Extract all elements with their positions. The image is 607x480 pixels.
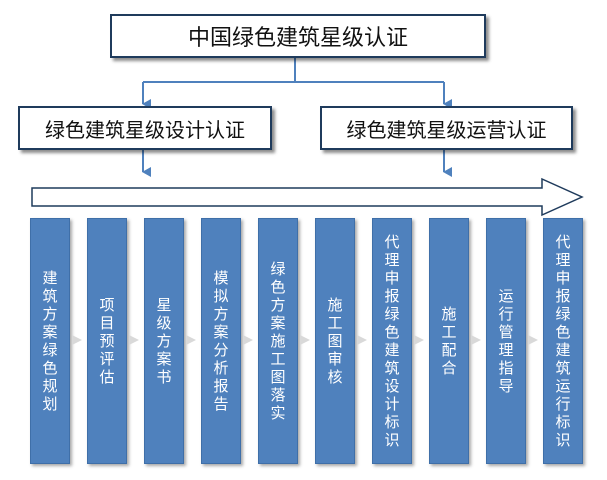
step-2: 项目预评估 — [87, 218, 127, 464]
root-certification-box: 中国绿色建筑星级认证 — [110, 14, 486, 58]
step-3-label: 星级方案书 — [156, 296, 172, 386]
step-1: 建筑方案绿色规划 — [30, 218, 70, 464]
step-7: 代理申报绿色建筑设计标识 — [372, 218, 412, 464]
step-3: 星级方案书 — [144, 218, 184, 464]
step-6-label: 施工图审核 — [327, 296, 343, 386]
process-steps: 建筑方案绿色规划 项目预评估 星级方案书 模拟方案分析报告 绿色方案施工图落实 … — [30, 218, 586, 464]
step-9-label: 运行管理指导 — [498, 287, 514, 395]
process-timeline-arrow — [31, 177, 584, 217]
root-label: 中国绿色建筑星级认证 — [187, 26, 408, 51]
design-label: 绿色建筑星级设计认证 — [45, 117, 245, 142]
step-10-label: 代理申报绿色建筑运行标识 — [555, 233, 571, 449]
step-1-label: 建筑方案绿色规划 — [42, 269, 58, 413]
step-6: 施工图审核 — [315, 218, 355, 464]
step-9: 运行管理指导 — [486, 218, 526, 464]
chevron-right-icon — [471, 335, 481, 345]
step-5: 绿色方案施工图落实 — [258, 218, 298, 464]
step-4: 模拟方案分析报告 — [201, 218, 241, 464]
chevron-right-icon — [129, 335, 139, 345]
step-8-label: 施工配合 — [441, 305, 457, 377]
ops-certification-box: 绿色建筑星级运营认证 — [320, 106, 573, 150]
chevron-right-icon — [243, 335, 253, 345]
chevron-right-icon — [414, 335, 424, 345]
step-7-label: 代理申报绿色建筑设计标识 — [384, 233, 400, 449]
chevron-right-icon — [72, 335, 82, 345]
chevron-right-icon — [357, 335, 367, 345]
step-10: 代理申报绿色建筑运行标识 — [543, 218, 583, 464]
step-2-label: 项目预评估 — [99, 296, 115, 386]
chevron-right-icon — [528, 335, 538, 345]
ops-label: 绿色建筑星级运营认证 — [346, 117, 547, 142]
step-8: 施工配合 — [429, 218, 469, 464]
chevron-right-icon — [300, 335, 310, 345]
step-4-label: 模拟方案分析报告 — [213, 269, 229, 413]
chevron-right-icon — [186, 335, 196, 345]
design-certification-box: 绿色建筑星级设计认证 — [18, 106, 272, 150]
step-5-label: 绿色方案施工图落实 — [270, 260, 286, 422]
